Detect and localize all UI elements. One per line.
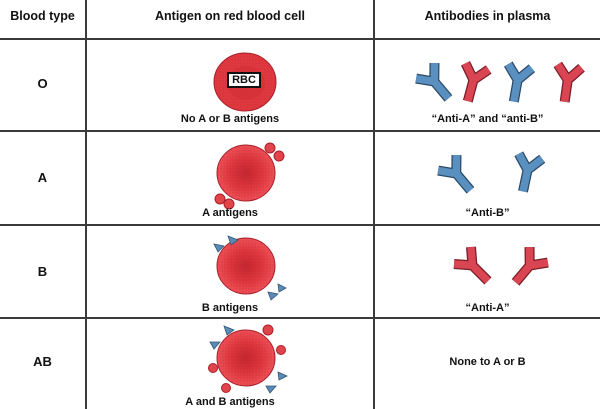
antibody-caption-o: “Anti-A” and “anti-B” (431, 113, 544, 125)
header-divider (0, 38, 600, 40)
antigen-caption-ab: A and B antigens (185, 396, 275, 408)
blood-type-a: A (37, 170, 48, 185)
b-antigen-icon (209, 325, 288, 394)
red-blood-cell-icon (214, 142, 285, 210)
anti-a-antibody-icon (453, 246, 492, 285)
blood-type-ab: AB (33, 354, 52, 369)
anti-a-antibody-icon (553, 61, 585, 103)
a-antigen-icon (214, 142, 285, 210)
anti-b-antibody-icon (503, 61, 536, 103)
anti-b-antibody-icon (415, 63, 453, 102)
antigen-caption-b: B antigens (201, 302, 259, 314)
row-divider (0, 317, 600, 319)
header-antigen: Antigen on red blood cell (155, 9, 305, 23)
blood-type-b: B (37, 264, 48, 279)
antigen-caption-a: A antigens (202, 207, 258, 219)
antibody-group-o (415, 61, 585, 103)
anti-b-antibody-icon (437, 155, 475, 194)
antigen-caption-o: No A or B antigens (180, 113, 280, 125)
red-blood-cell-icon (213, 235, 287, 301)
header-blood-type: Blood type (10, 9, 75, 23)
antibody-caption-b: “Anti-A” (465, 302, 510, 314)
row-divider (0, 130, 600, 132)
anti-a-antibody-icon (511, 247, 549, 286)
antibody-caption-ab: None to A or B (449, 356, 526, 368)
antibody-group-b (453, 246, 549, 286)
row-divider (0, 224, 600, 226)
blood-type-o: O (37, 76, 48, 91)
anti-b-antibody-icon (514, 151, 546, 193)
column-divider (85, 0, 87, 409)
antibody-caption-a: “Anti-B” (465, 207, 510, 219)
column-divider (373, 0, 375, 409)
b-antigen-icon (213, 235, 287, 301)
header-antibodies: Antibodies in plasma (424, 9, 551, 23)
red-blood-cell-icon (208, 324, 288, 394)
a-antigen-icon (208, 324, 286, 393)
anti-a-antibody-icon (461, 61, 492, 103)
antibody-group-a (437, 151, 546, 194)
rbc-label-box: RBC (227, 72, 261, 88)
